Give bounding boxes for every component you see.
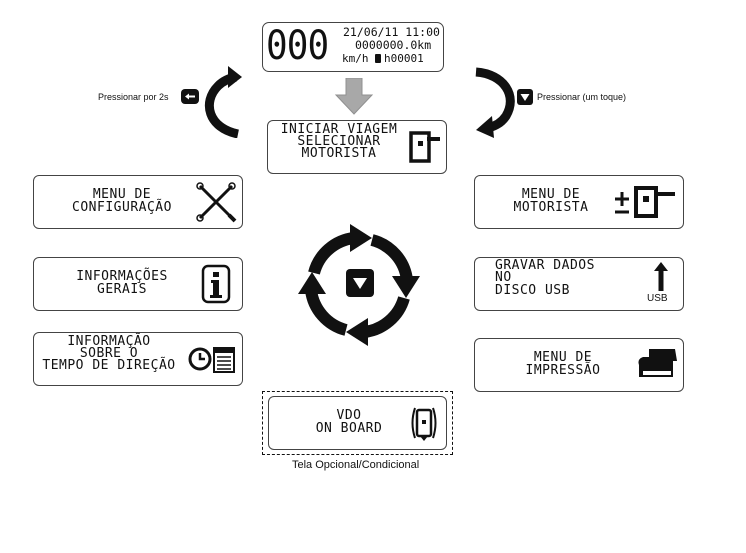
speed-unit: km/h (342, 52, 369, 65)
gray-down-arrow-icon (334, 78, 374, 115)
big-digits: 000 (266, 23, 329, 69)
tools-icon (196, 182, 237, 223)
start-trip-line-3: MOTORISTA (301, 146, 377, 161)
vdo-onboard-icon (411, 407, 437, 441)
down-button-icon (517, 89, 533, 105)
print-menu-line-2: IMPRESSÃO (525, 363, 601, 378)
print-menu-line-1: MENU DE (533, 350, 593, 365)
driving-time-line-3: TEMPO DE DIREÇÃO (42, 358, 176, 373)
driving-time-box: INFORMAÇÃO SOBRE O TEMPO DE DIREÇÃO (33, 332, 243, 386)
hours-icon (375, 54, 381, 63)
optional-caption: Tela Opcional/Condicional (292, 459, 420, 471)
start-trip-line-2: SELECIONAR (297, 134, 381, 149)
start-trip-box: INICIAR VIAGEM SELECIONAR MOTORISTA (267, 120, 447, 174)
driver-menu-box: MENU DE MOTORISTA (474, 175, 684, 229)
driving-time-line-1: INFORMAÇÃO (67, 334, 151, 349)
config-line-1: MENU DE (92, 187, 152, 202)
left-hint-label: Pressionar por 2s (98, 92, 169, 102)
center-down-button-icon (346, 269, 374, 297)
config-line-2: CONFIGURAÇÃO (72, 200, 172, 215)
vdo-onboard-box: VDO ON BOARD (268, 396, 447, 450)
back-button-icon (181, 89, 199, 104)
hours-counter: h00001 (384, 52, 424, 65)
general-info-line-2: GERAIS (97, 282, 147, 297)
card-icon (409, 131, 440, 163)
printer-icon (638, 349, 677, 377)
usb-line-1: GRAVAR DADOS (495, 258, 595, 273)
usb-upload-arrow-icon (654, 262, 668, 291)
odometer: 0000000.0km (355, 38, 432, 52)
driver-menu-line-2: MOTORISTA (513, 200, 589, 215)
usb-line-2: NO (495, 270, 512, 285)
right-curved-arrow-icon (475, 67, 515, 138)
driving-time-line-2: SOBRE O (79, 346, 139, 361)
info-icon (201, 264, 231, 304)
datetime: 21/06/11 11:00 (343, 25, 440, 39)
general-info-box: INFORMAÇÕES GERAIS (33, 257, 243, 311)
config-menu-box: MENU DE CONFIGURAÇÃO (33, 175, 243, 229)
usb-save-box: GRAVAR DADOS NO DISCO USB USB (474, 257, 684, 311)
usb-line-3: DISCO USB (495, 283, 570, 298)
clock-calendar-icon (188, 347, 235, 373)
plus-minus-card-icon (615, 186, 675, 218)
optional-frame (262, 391, 453, 455)
start-trip-line-1: INICIAR VIAGEM (280, 122, 398, 137)
vdo-line-2: ON BOARD (315, 421, 383, 436)
driver-menu-line-1: MENU DE (521, 187, 581, 202)
usb-label: USB (647, 293, 668, 304)
general-info-line-1: INFORMAÇÕES (76, 269, 168, 284)
right-hint-label: Pressionar (um toque) (537, 92, 627, 102)
vdo-line-1: VDO (336, 408, 362, 423)
left-curved-arrow-icon (204, 66, 242, 138)
main-display: 000 21/06/11 11:00 0000000.0km km/h h000… (262, 22, 444, 72)
circular-arrows-icon (298, 224, 420, 346)
print-menu-box: MENU DE IMPRESSÃO (474, 338, 684, 392)
